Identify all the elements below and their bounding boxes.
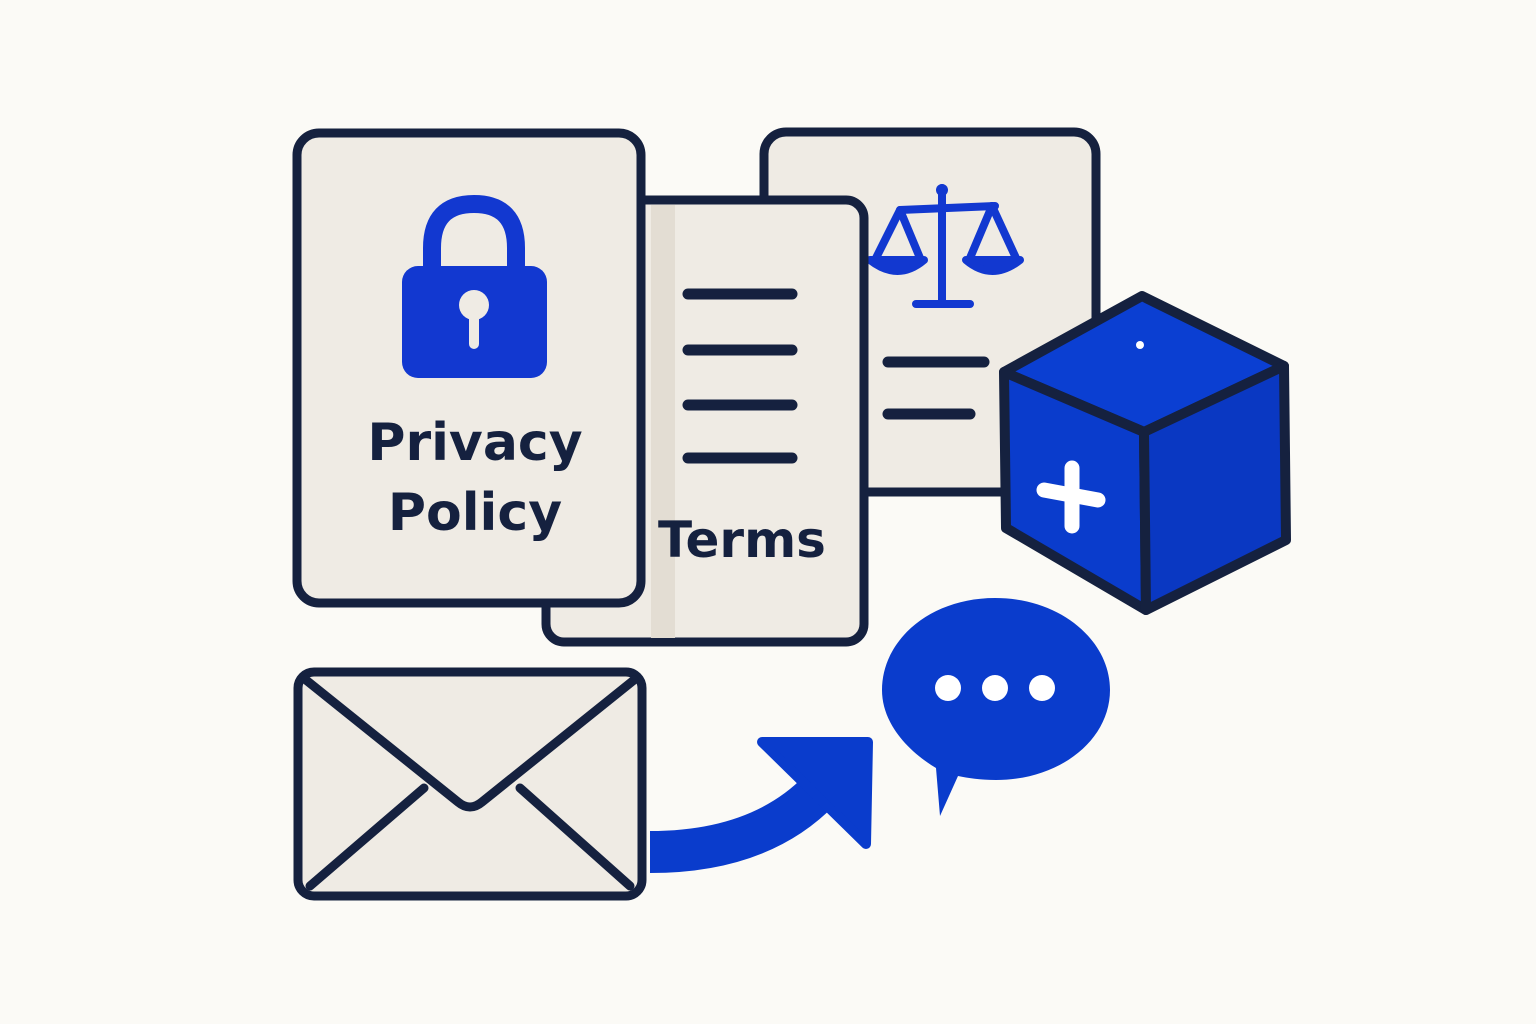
privacy-title-line1: Privacy — [367, 413, 582, 473]
speech-bubble-ellipsis-icon — [882, 598, 1110, 816]
text-lines-icon — [682, 288, 798, 464]
scales-of-justice-icon — [866, 184, 1024, 308]
privacy-policy-card: Privacy Policy — [292, 128, 646, 608]
privacy-title-line2: Policy — [388, 483, 562, 543]
plus-icon — [1036, 460, 1106, 534]
curved-arrow-icon — [649, 737, 873, 873]
padlock-icon — [402, 194, 547, 378]
envelope-icon — [293, 667, 647, 901]
terms-label: Terms — [658, 511, 826, 569]
legal-document-lines — [882, 356, 990, 420]
cube-plus-icon — [999, 291, 1291, 615]
